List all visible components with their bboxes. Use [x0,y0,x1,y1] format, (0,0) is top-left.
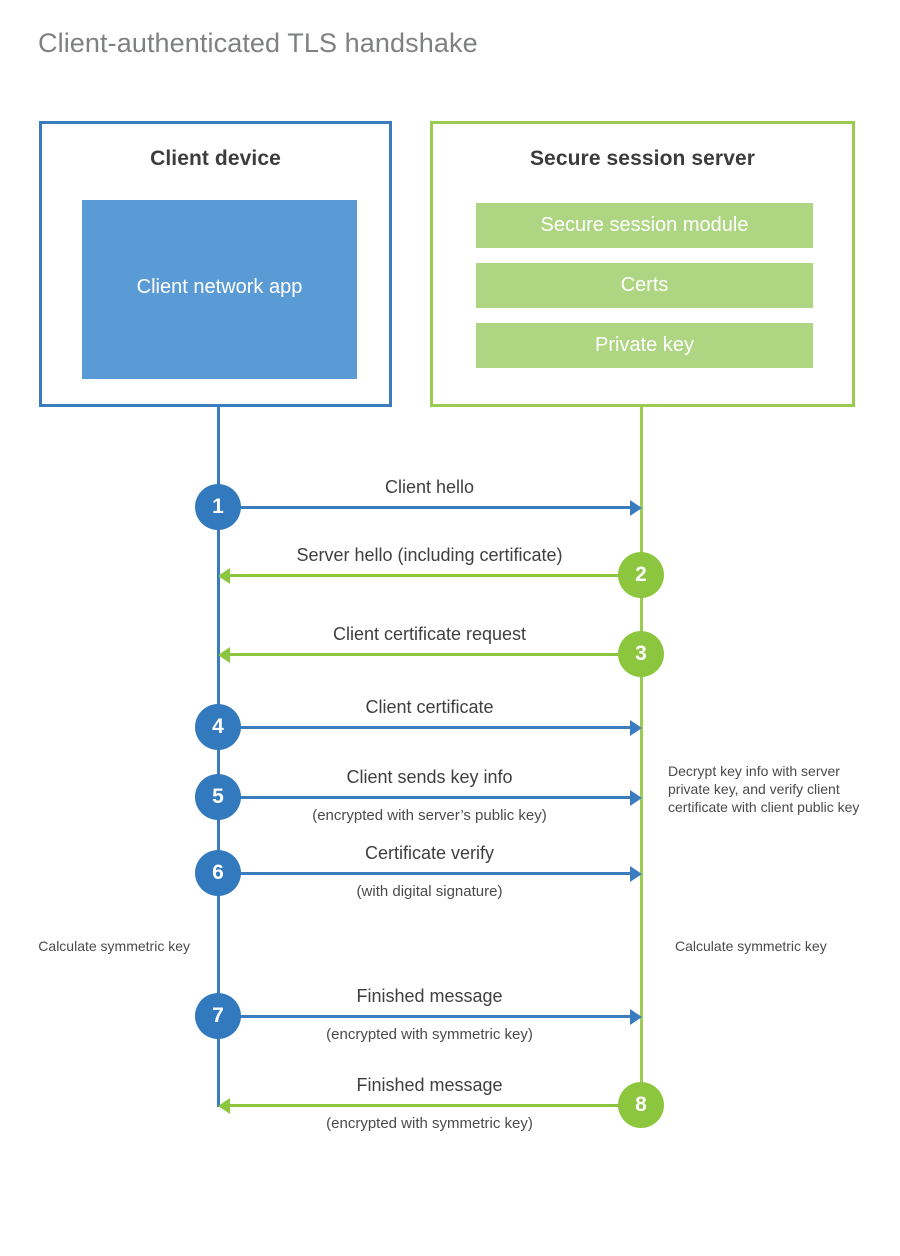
step-circle-3[interactable]: 3 [618,631,664,677]
message-label-7: Finished message [356,986,503,1006]
secure-session-server-title: Secure session server [529,147,756,170]
message-arrow-line-1 [218,506,630,509]
arrow-head-left-icon [218,568,230,584]
message-arrow-line-4 [218,726,630,729]
step-circle-4[interactable]: 4 [195,704,241,750]
arrow-head-right-icon [630,1009,642,1025]
message-sublabel-6: (with digital signature) [356,883,503,900]
step-circle-8[interactable]: 8 [618,1082,664,1128]
note-client-calculate-symmetric-key: Calculate symmetric key [38,938,190,954]
step-circle-7[interactable]: 7 [195,993,241,1039]
message-label-6: Certificate verify [364,843,495,863]
client-network-app-label: Client network app [136,275,303,298]
message-sublabel-5: (encrypted with server’s public key) [312,807,547,824]
server-module-list: Secure session module Certs Private key [476,203,813,383]
note-server-calculate-symmetric-key: Calculate symmetric key [675,938,827,954]
client-lifeline [217,407,220,1107]
step-circle-5[interactable]: 5 [195,774,241,820]
message-label-8: Finished message [356,1075,503,1095]
message-label-5: Client sends key info [346,767,513,787]
arrow-head-left-icon [218,647,230,663]
secure-session-server-box: Secure session server Secure session mod… [430,121,855,407]
message-sublabel-7: (encrypted with symmetric key) [326,1026,533,1043]
message-label-3: Client certificate request [332,624,527,644]
message-arrow-line-7 [218,1015,630,1018]
step-circle-1[interactable]: 1 [195,484,241,530]
client-device-title: Client device [150,147,281,170]
note-server-decrypt: Decrypt key info with server private key… [668,763,860,815]
arrow-head-right-icon [630,790,642,806]
message-label-2: Server hello (including certificate) [296,545,563,565]
arrow-head-left-icon [218,1098,230,1114]
message-arrow-line-6 [218,872,630,875]
message-arrow-line-8 [228,1104,642,1107]
message-arrow-line-2 [228,574,642,577]
arrow-head-right-icon [630,720,642,736]
step-circle-2[interactable]: 2 [618,552,664,598]
message-label-4: Client certificate [365,697,494,717]
step-circle-6[interactable]: 6 [195,850,241,896]
server-lifeline [640,407,643,1107]
arrow-head-right-icon [630,500,642,516]
message-label-1: Client hello [384,477,475,497]
server-module-private-key: Private key [476,323,813,368]
arrow-head-right-icon [630,866,642,882]
server-module-secure-session-module: Secure session module [476,203,813,248]
page-title: Client-authenticated TLS handshake [38,28,478,58]
client-device-box: Client device Client network app [39,121,392,407]
message-arrow-line-5 [218,796,630,799]
server-module-certs: Certs [476,263,813,308]
client-network-app-block: Client network app [82,200,357,379]
message-sublabel-8: (encrypted with symmetric key) [326,1115,533,1132]
message-arrow-line-3 [228,653,642,656]
